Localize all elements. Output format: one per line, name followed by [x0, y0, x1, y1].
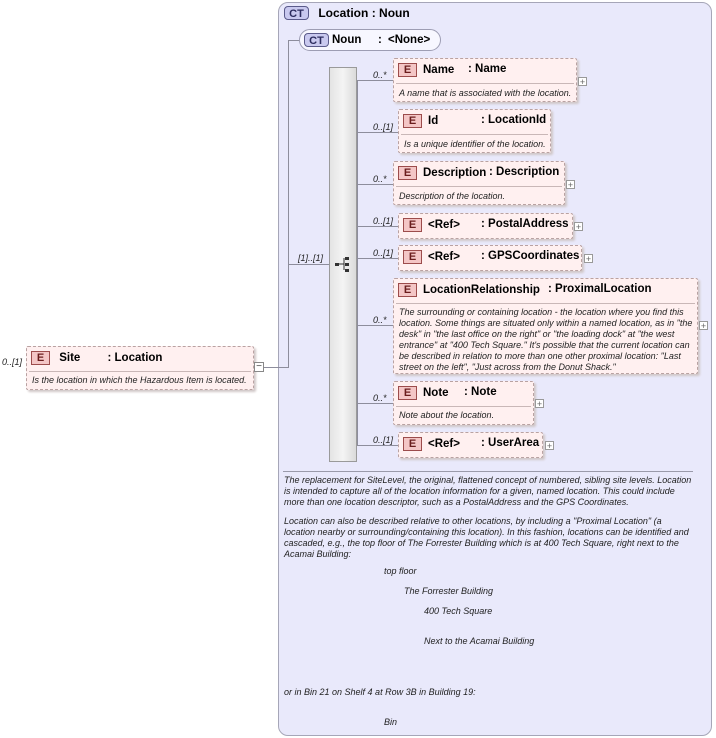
site-element-type: Location	[114, 352, 163, 365]
element-cardinality: 0..[1]	[373, 122, 394, 132]
expand-icon[interactable]: +	[699, 321, 708, 331]
connector-line	[357, 226, 399, 227]
element-badge: E	[403, 114, 422, 128]
element-doc: Is a unique identifier of the location.	[404, 139, 546, 149]
element-name: Id	[428, 115, 439, 128]
element-cardinality: 0..*	[373, 70, 387, 80]
base-type-box[interactable]: CT Noun : <None>	[299, 29, 441, 51]
element-separator	[396, 303, 695, 304]
connector-line	[357, 184, 394, 185]
connector-line	[357, 132, 399, 133]
element-type: PostalAddress	[488, 218, 569, 230]
element-badge: E	[398, 63, 417, 77]
element-separator	[396, 83, 574, 84]
type-doc-line: Next to the Acamai Building	[424, 636, 535, 646]
sequence-branch-line	[357, 80, 358, 446]
connector-line	[288, 40, 300, 41]
element-badge: E	[403, 250, 422, 264]
site-element-doc: Is the location in which the Hazardous I…	[32, 375, 247, 385]
doc-separator	[283, 471, 693, 472]
element-type: GPSCoordinates	[488, 250, 580, 262]
type-doc-paragraph: The replacement for SiteLevel, the origi…	[284, 475, 692, 507]
element-cardinality: 0..*	[373, 315, 387, 325]
element-cardinality: 0..[1]	[373, 216, 394, 226]
element-cardinality: 0..*	[373, 174, 387, 184]
element-badge: E	[398, 283, 417, 297]
element-type: UserArea	[488, 437, 540, 449]
complex-type-title: CT Location : Noun	[284, 6, 410, 20]
element-type: ProximalLocation	[555, 283, 652, 295]
element-doc: Description of the location.	[399, 191, 506, 201]
expand-icon[interactable]: +	[574, 222, 583, 232]
base-type-badge: CT	[304, 33, 329, 47]
element-name: <Ref>	[428, 219, 460, 232]
base-type-type: <None>	[388, 34, 431, 46]
element-name: Name	[423, 64, 455, 77]
element-type: Name	[475, 63, 507, 75]
base-type-name: Noun	[332, 34, 362, 46]
complex-type-name: Location	[318, 6, 369, 20]
type-doc-paragraph: or in Bin 21 on Shelf 4 at Row 3B in Bui…	[284, 687, 476, 697]
expand-icon[interactable]: +	[584, 254, 593, 264]
element-doc: Note about the location.	[399, 410, 495, 420]
element-badge: E	[398, 166, 417, 180]
element-badge: E	[403, 218, 422, 232]
expand-icon[interactable]: +	[535, 399, 544, 409]
connector-line	[357, 258, 399, 259]
element-name: LocationRelationship	[423, 284, 540, 297]
type-doc-line: Bin	[384, 717, 398, 727]
element-cardinality: 0..[1]	[373, 435, 394, 445]
postal-address-ref[interactable]: E<Ref> : PostalAddress	[398, 213, 573, 239]
element-badge: E	[31, 351, 50, 365]
gps-coordinates-ref[interactable]: E<Ref> : GPSCoordinates	[398, 245, 582, 271]
site-element[interactable]: E Site : Location Is the location in whi…	[26, 346, 254, 390]
site-element-name: Site	[59, 352, 81, 365]
connector-line	[263, 367, 289, 368]
connector-line	[357, 325, 394, 326]
type-doc-paragraph: Location can also be described relative …	[284, 516, 689, 559]
element-name: <Ref>	[428, 438, 460, 451]
element-doc: The surrounding or containing location -…	[399, 307, 693, 372]
sequence-icon	[335, 257, 349, 272]
complex-type-type: Noun	[379, 6, 410, 20]
type-doc-line: 400 Tech Square	[424, 606, 493, 616]
sequence-cardinality: [1]..[1]	[298, 253, 324, 263]
element-name: <Ref>	[428, 251, 460, 264]
expand-icon[interactable]: +	[578, 77, 587, 87]
element-badge: E	[403, 437, 422, 451]
type-doc-line: The Forrester Building	[404, 586, 494, 596]
user-area-ref[interactable]: E<Ref> : UserArea	[398, 432, 543, 458]
element-separator	[401, 134, 548, 135]
element-separator	[29, 371, 251, 372]
connector-line	[288, 40, 289, 368]
element-cardinality: 0..*	[373, 393, 387, 403]
element-name: Description	[423, 167, 487, 180]
complex-type-badge: CT	[284, 6, 309, 20]
root-cardinality: 0..[1]	[2, 357, 23, 367]
expand-icon[interactable]: +	[545, 441, 554, 451]
connector-line	[357, 80, 394, 81]
element-type: LocationId	[488, 114, 547, 126]
collapse-toggle[interactable]: −	[254, 362, 264, 372]
element-type: Description	[496, 166, 560, 178]
element-separator	[396, 406, 531, 407]
element-doc: A name that is associated with the locat…	[399, 88, 572, 98]
element-separator	[396, 186, 562, 187]
connector-line	[288, 264, 329, 265]
element-type: Note	[471, 386, 497, 398]
element-name: Note	[423, 387, 449, 400]
connector-line	[357, 445, 399, 446]
element-badge: E	[398, 386, 417, 400]
element-cardinality: 0..[1]	[373, 248, 394, 258]
expand-icon[interactable]: +	[566, 180, 575, 190]
connector-line	[357, 403, 394, 404]
type-doc-line: top floor	[384, 566, 417, 576]
